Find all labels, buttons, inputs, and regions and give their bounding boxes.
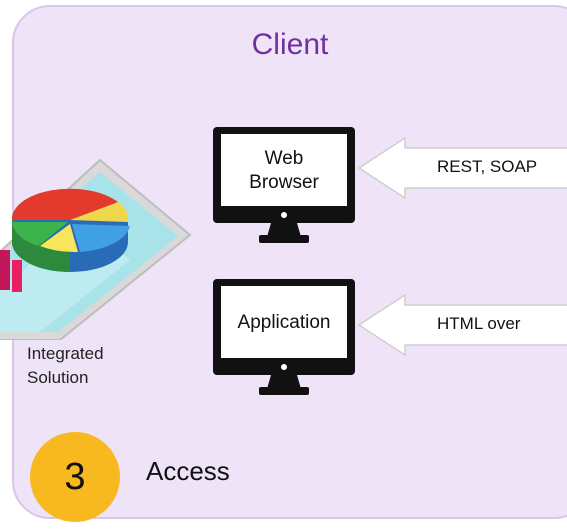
web-browser-screen-label: Web Browser xyxy=(221,147,347,195)
web-browser-line1: Web xyxy=(264,148,304,169)
html-over-arrow: HTML over xyxy=(357,294,567,356)
html-over-label: HTML over xyxy=(437,314,521,333)
integrated-solution-illustration xyxy=(0,150,200,341)
integrated-label-line2: Solution xyxy=(27,368,89,387)
tablet-pie-chart-icon xyxy=(0,158,192,341)
integrated-solution-label: Integrated Solution xyxy=(27,342,104,390)
application-monitor: Application xyxy=(213,279,355,401)
integrated-label-line1: Integrated xyxy=(27,344,104,363)
application-line1: Application xyxy=(237,312,331,333)
step-label: Access xyxy=(146,456,230,486)
web-browser-line2: Browser xyxy=(249,172,319,193)
application-screen-label: Application xyxy=(221,311,347,335)
monitor-icon xyxy=(213,279,355,395)
client-title: Client xyxy=(251,28,329,61)
left-arrow-icon xyxy=(357,294,567,356)
monitor-icon xyxy=(213,127,355,243)
rest-soap-label: REST, SOAP xyxy=(437,157,538,176)
step-number-badge: 3 xyxy=(30,432,120,522)
web-browser-monitor: Web Browser xyxy=(213,127,355,249)
rest-soap-arrow: REST, SOAP xyxy=(357,137,567,199)
left-arrow-icon xyxy=(357,137,567,199)
